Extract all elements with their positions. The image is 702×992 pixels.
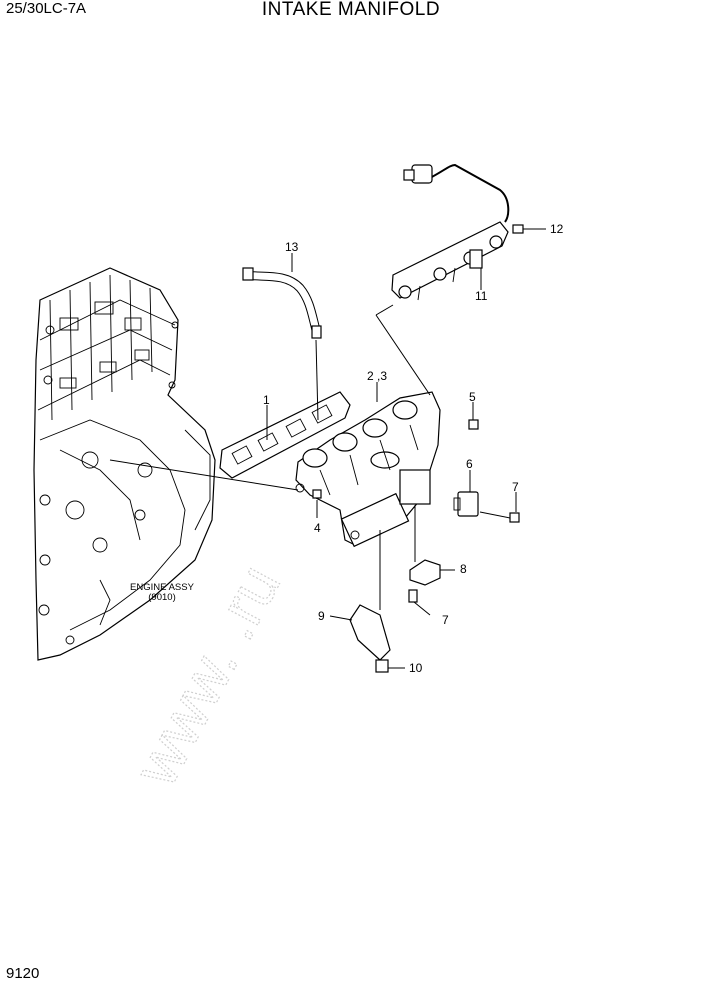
bolt-12 xyxy=(512,224,524,234)
breather-hose xyxy=(242,267,322,339)
engine-block xyxy=(33,267,216,661)
callout-10: 10 xyxy=(409,661,423,675)
fuel-rail xyxy=(391,163,510,301)
bolt-5 xyxy=(468,410,479,430)
callout-6: 6 xyxy=(466,457,473,471)
plug-4 xyxy=(312,489,322,499)
sensor-6 xyxy=(453,491,479,517)
callout-11: 11 xyxy=(475,289,488,303)
leader-lines xyxy=(109,228,546,669)
sensor-8 xyxy=(409,559,441,586)
callout-7-upper: 7 xyxy=(512,480,519,494)
callout-9: 9 xyxy=(318,609,325,623)
callout-8: 8 xyxy=(460,562,467,576)
bolt-10 xyxy=(375,659,389,673)
callout-2-3: 2 ,3 xyxy=(367,369,387,383)
engine-assy-label: ENGINE ASSY xyxy=(130,582,195,593)
page-number: 9120 xyxy=(6,965,40,982)
bolt-7-upper xyxy=(509,512,520,523)
model-code: 25/30LC-7A xyxy=(6,0,87,17)
engine-assy-ref: (9010) xyxy=(148,592,175,603)
callout-13: 13 xyxy=(285,240,299,254)
callout-5: 5 xyxy=(469,390,476,404)
intake-manifold xyxy=(295,391,441,548)
page-title: INTAKE MANIFOLD xyxy=(261,0,441,20)
callout-7-lower: 7 xyxy=(442,613,449,627)
callout-12: 12 xyxy=(550,222,564,236)
callout-4: 4 xyxy=(314,521,321,535)
callout-1: 1 xyxy=(263,393,270,407)
bolt-7-lower xyxy=(408,589,418,603)
bracket-9 xyxy=(349,604,391,661)
